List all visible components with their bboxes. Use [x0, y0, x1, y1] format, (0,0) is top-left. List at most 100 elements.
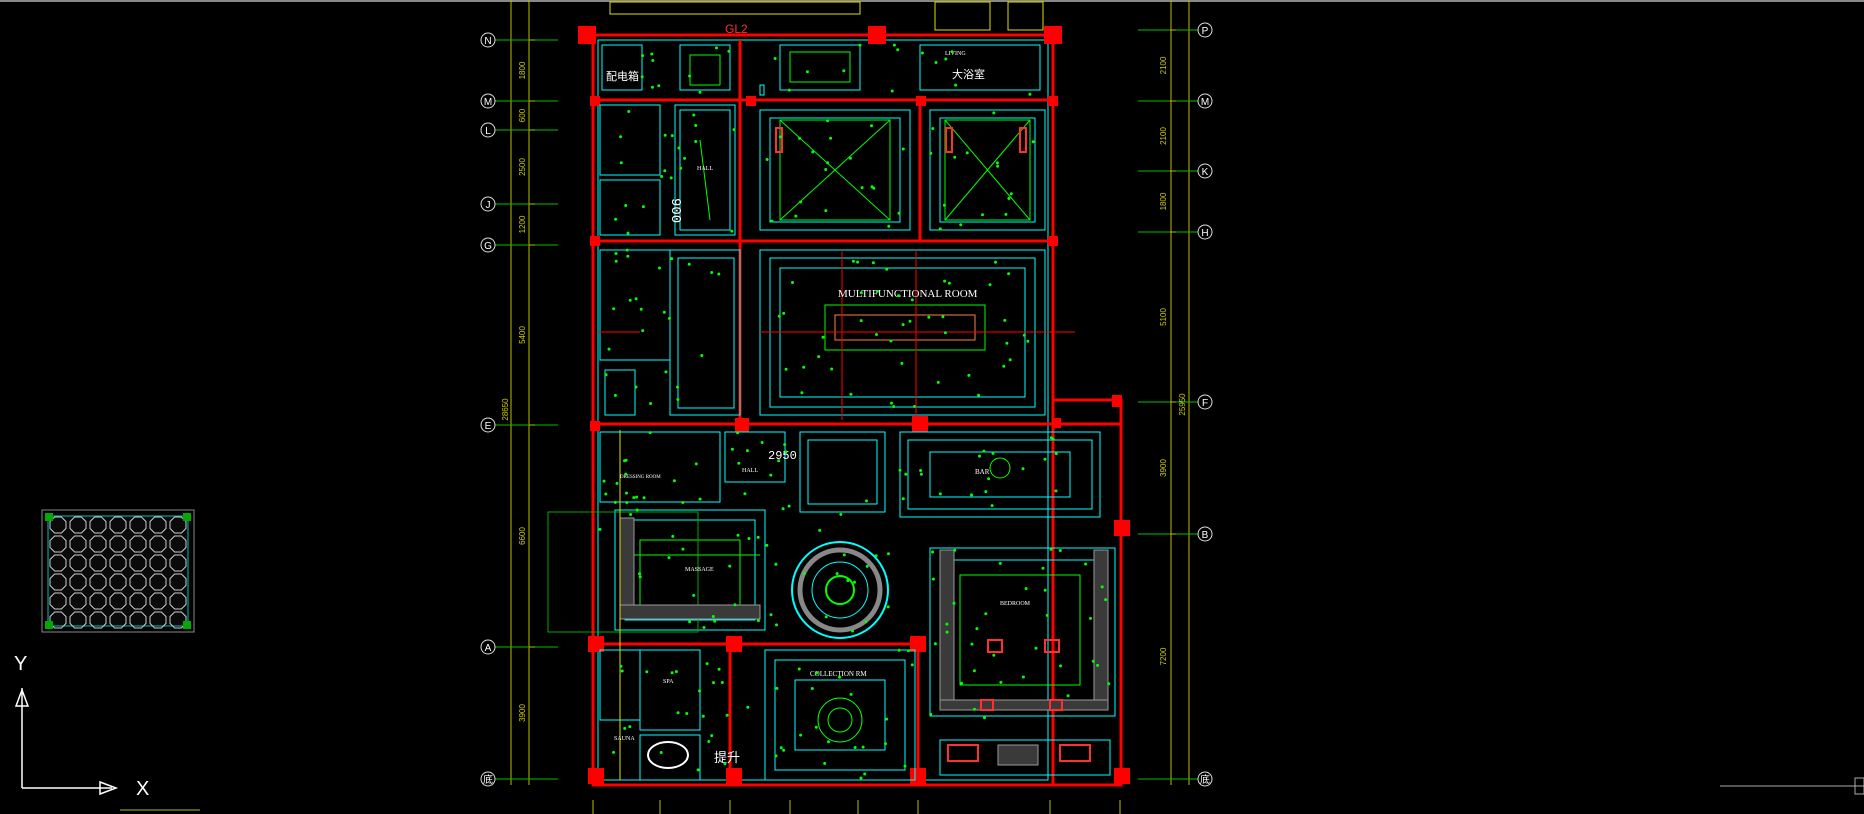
light-dot [1049, 547, 1053, 551]
light-dot [838, 675, 841, 679]
light-dot [874, 554, 878, 558]
light-dot [1004, 212, 1008, 216]
light-dot [672, 479, 676, 483]
light-dot [791, 281, 794, 284]
light-dot [775, 686, 779, 690]
light-dot [614, 252, 618, 255]
light-dot [824, 615, 828, 619]
light-dot [846, 579, 850, 583]
light-dot [1066, 694, 1070, 698]
light-dot [826, 161, 830, 165]
ucs-icon [14, 687, 119, 796]
dim-left-total: 28650 [501, 398, 510, 421]
grid-bubble-right-6 [1197, 771, 1213, 787]
light-dot [1089, 616, 1092, 620]
light-dot [938, 227, 942, 231]
light-dot [624, 472, 628, 476]
light-dot [670, 257, 674, 261]
light-dot [934, 61, 938, 64]
light-dot [999, 680, 1003, 684]
label-collection-room: COLLECTION RM [810, 670, 867, 678]
light-dot [875, 290, 879, 293]
light-dot [851, 259, 855, 263]
light-dot [619, 664, 623, 668]
light-dot [712, 681, 715, 685]
label-hall-upper: HALL [697, 166, 713, 172]
light-dot [713, 619, 717, 623]
light-dot [634, 297, 638, 301]
light-dot [805, 70, 809, 74]
light-dot [977, 393, 981, 397]
light-dot [942, 203, 946, 207]
light-dot [990, 504, 994, 508]
light-dot [1005, 341, 1009, 345]
light-dot [994, 260, 997, 264]
light-dot [700, 354, 704, 357]
light-dot [853, 746, 857, 749]
light-dot [1100, 585, 1104, 589]
light-dot [973, 707, 976, 711]
light-dot [619, 161, 623, 165]
light-dot [756, 619, 760, 623]
label-spa: SPA [663, 679, 674, 685]
ucs-y-label: Y [14, 653, 27, 675]
light-dot [626, 254, 630, 258]
light-dot [694, 140, 698, 143]
light-dot [1043, 588, 1047, 592]
light-dot [927, 315, 931, 319]
light-dot [641, 329, 645, 333]
light-dot [732, 128, 736, 132]
light-dot [711, 615, 715, 618]
grid-label-left-4: G [484, 241, 492, 252]
light-dot [919, 469, 923, 472]
light-dot [906, 649, 910, 653]
light-dot [851, 629, 854, 633]
light-dot [745, 449, 749, 453]
light-dot [799, 733, 803, 737]
light-dot [694, 462, 698, 466]
light-dot [649, 402, 653, 405]
light-dot [898, 468, 902, 472]
light-dot [910, 663, 914, 667]
grid-label-left-7: 底 [483, 773, 493, 786]
light-dot [943, 331, 947, 335]
light-dot [931, 577, 935, 581]
light-dot [983, 716, 986, 720]
light-dot [702, 626, 706, 629]
light-dot [629, 513, 633, 516]
light-dot [650, 52, 654, 56]
light-dot [635, 508, 639, 512]
light-dot [747, 537, 751, 540]
grid-bubble-right-3 [1197, 224, 1213, 240]
light-dot [885, 717, 889, 721]
light-dot [1009, 192, 1013, 196]
light-dot [688, 74, 692, 78]
light-dot [783, 443, 787, 447]
light-dot [774, 562, 778, 566]
light-dot [615, 481, 619, 485]
bottom-ticks [120, 777, 1864, 814]
grid-bubble-left-0 [480, 32, 496, 48]
dim-left-2: 2500 [518, 158, 527, 176]
grid-label-right-4: F [1202, 398, 1208, 409]
light-dot [839, 512, 843, 516]
red-furniture [775, 127, 1091, 762]
light-dot [667, 556, 671, 560]
grid-label-left-5: E [485, 421, 492, 432]
light-dot [1058, 549, 1062, 552]
light-dot [824, 209, 828, 213]
light-dot [901, 147, 905, 151]
grid-label-right-2: K [1202, 167, 1209, 178]
light-dot [701, 714, 705, 718]
label-dim-900: 900 [667, 198, 683, 223]
light-dot [662, 310, 666, 314]
light-dot [920, 51, 924, 55]
light-dot [811, 150, 815, 154]
light-dot [1041, 566, 1045, 570]
label-hall-mid: HALL [742, 468, 758, 474]
grid-label-right-5: B [1202, 530, 1209, 541]
